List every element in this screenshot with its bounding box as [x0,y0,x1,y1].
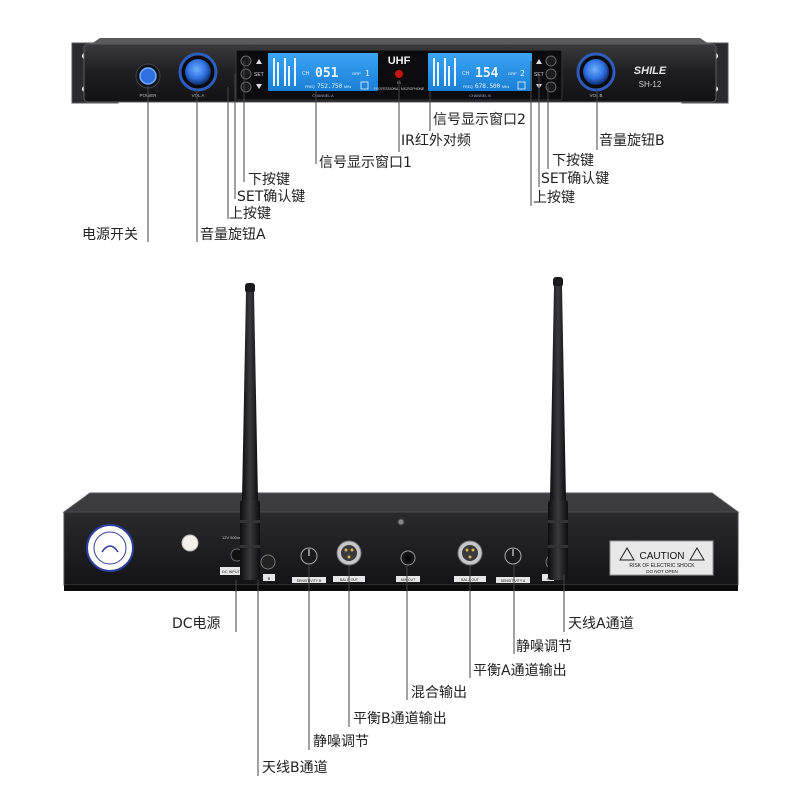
uhf-text: UHF [388,55,411,67]
label-squelch-b: 静噪调节 [313,734,369,750]
label-down-button-right: 下按键 [552,153,594,169]
label-squelch-a: 静噪调节 [516,639,572,655]
quality-seal-mark [101,545,119,553]
sticker [181,534,199,552]
up-arrow-icon [256,59,262,64]
label-balanced-b-out: 平衡B通道输出 [353,711,447,727]
caution-label [609,540,714,576]
caution-title: CAUTION [640,551,685,562]
label-volume-knob-b: 音量旋钮B [599,133,665,149]
down-button-left [240,81,252,93]
label-ir-pairing: IR红外对频 [401,133,471,149]
front-panel: POWER VOL A SET CH 051 GRP 1 FREQ 752.75… [71,38,729,104]
screw [397,518,405,526]
set-button-left [240,68,252,80]
down-arrow-icon [256,84,262,89]
label-up-button-right: 上按键 [533,190,575,206]
lcd-b-freq-prefix: FREQ [463,85,473,89]
dc-rating-text: 12V 500mA [222,535,243,540]
antenna-b-plate [263,574,275,581]
xlr-a-inner [462,545,478,561]
quality-seal-inner [93,531,127,565]
channel-b-text: CHANNEL B [469,94,491,98]
lcd-b-box [517,81,526,90]
dc-input-plate [220,567,242,575]
rear-panel: 12V 500mA DC INPUT B SENSITIVITY B BAL B… [62,492,740,591]
label-dc-power: DC电源 [172,616,221,632]
label-power-switch: 电源开关 [82,227,138,243]
mix-plate [396,576,420,582]
antenna-b-connector [260,554,276,570]
up-arrow-icon [536,59,542,64]
sens-a-plate [496,577,530,583]
antenna-a-text: A [547,576,550,581]
antenna-a-plate [542,574,554,581]
lcd-a-freq-unit: MHz [344,85,351,89]
dc-input-text: DC INPUT [222,570,241,574]
warning-icon [619,547,635,561]
mix-text: MIX OUT [401,578,416,582]
caution-line-2: DO NOT OPEN [646,569,677,574]
label-signal-window-1: 信号显示窗口1 [319,155,412,171]
label-antenna-a: 天线A通道 [568,616,634,632]
brand-logo: SHILE [634,65,667,77]
antenna-b-text: B [268,576,271,581]
lcd-b-ch-prefix: CH [462,71,470,77]
caution-line-1: RISK OF ELECTRIC SHOCK [629,563,695,569]
lcd-a-channel: 051 [315,66,339,81]
label-volume-knob-a: 音量旋钮A [200,227,266,243]
lcd-b-bars [433,58,456,86]
label-set-button-right: SET确认键 [541,171,610,187]
lcd-b-group: 2 [520,69,525,78]
antenna-b [240,283,260,580]
lcd-a-group: 1 [365,69,370,78]
lcd-a-group-prefix: GRP [352,71,361,76]
model-text: SH-12 [639,80,662,89]
warning-icon [689,547,705,561]
set-text-left: SET [254,72,264,78]
label-signal-window-2: 信号显示窗口2 [433,112,526,128]
label-set-button-left: SET确认键 [237,189,306,205]
lcd-b-group-prefix: GRP [508,71,517,76]
rear-leader-lines [235,565,565,776]
xlr-b-inner [341,545,357,561]
volume-knob-b [583,59,609,85]
rear-bottom-edge [64,585,738,591]
antenna-a [548,277,568,580]
vol-b-text: VOL B [589,93,602,98]
label-balanced-a-out: 平衡A通道输出 [473,663,567,679]
label-up-button-left: 上按键 [229,206,271,222]
lcd-a-box [360,81,369,90]
label-down-button-left: 下按键 [248,172,290,188]
up-button-right [545,55,557,67]
power-button [139,67,157,85]
lcd-a-freq: 752.750 [317,83,343,90]
front-leader-lines [147,61,598,242]
lcd-a-bars [273,58,296,86]
lcd-b-freq: 678.500 [475,83,501,90]
label-mix-output: 混合输出 [411,685,467,701]
lcd-b-freq-unit: MHz [502,85,509,89]
label-antenna-b: 天线B通道 [262,760,328,776]
lcd-a-freq-prefix: FREQ [305,85,315,89]
volume-knob-a [185,59,211,85]
vol-a-text: VOL A [192,93,205,98]
set-button-right [545,68,557,80]
lcd-b-channel: 154 [475,66,499,81]
up-button-left [240,55,252,67]
sens-a-text: SENSITIVITY A [501,579,526,583]
channel-a-text: CHANNEL A [312,94,334,98]
lcd-a-ch-prefix: CH [302,71,310,77]
ir-window [395,70,403,78]
rear-top-lid [62,492,740,513]
